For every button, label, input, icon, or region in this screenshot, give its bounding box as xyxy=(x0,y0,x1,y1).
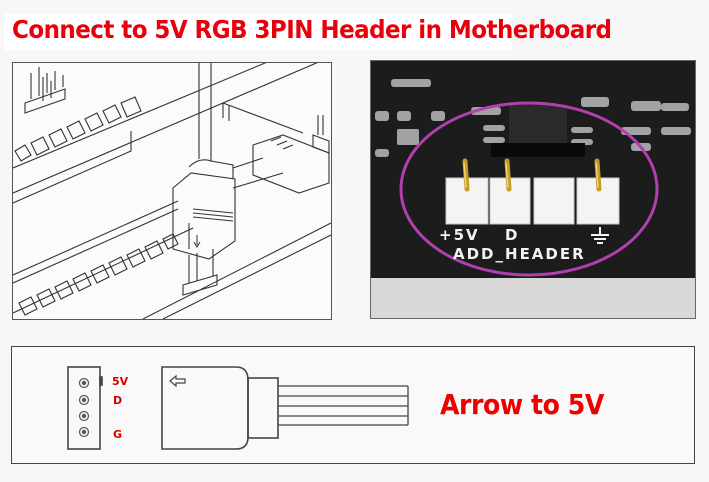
header-name-label: ADD_HEADER xyxy=(453,245,586,263)
title-background xyxy=(4,14,512,50)
pin-label-d-diagram: D xyxy=(113,394,123,407)
wires xyxy=(278,385,409,426)
gold-pins xyxy=(462,158,602,192)
motherboard-illustration xyxy=(13,63,331,319)
plug-strain-relief xyxy=(247,377,279,439)
ground-icon xyxy=(591,227,609,244)
connector-diagram-panel xyxy=(11,346,695,464)
right-connector xyxy=(252,134,330,194)
lower-slot-teeth xyxy=(18,233,179,316)
argb-connector xyxy=(172,172,236,260)
argb-plug xyxy=(161,366,249,450)
header-photo-drawing xyxy=(375,79,691,277)
motherboard-illustration-panel xyxy=(12,62,332,320)
header-pin-holes xyxy=(78,377,90,438)
header-block xyxy=(67,366,101,450)
upper-slot-edge xyxy=(13,131,132,204)
pin-label-5v-diagram: 5V xyxy=(112,375,129,388)
top-left-pin-header xyxy=(24,67,66,114)
left-arrow-icon xyxy=(169,374,186,388)
upper-slot-teeth xyxy=(14,96,142,162)
motherboard-3pin-header xyxy=(182,249,218,296)
cable xyxy=(198,63,212,161)
pin-label-5v: +5V xyxy=(439,226,480,244)
photo-footer xyxy=(371,278,695,318)
pin-label-d: D xyxy=(505,226,520,244)
motherboard-photo: +5V D ADD_HEADER xyxy=(370,60,696,319)
down-arrow-icon xyxy=(193,235,201,248)
page-title: Connect to 5V RGB 3PIN Header in Motherb… xyxy=(12,15,612,44)
pin-header-housing xyxy=(445,177,620,225)
pin-label-g-diagram: G xyxy=(113,428,123,441)
highlight-circle xyxy=(399,101,659,277)
instruction-text: Arrow to 5V xyxy=(440,388,604,421)
